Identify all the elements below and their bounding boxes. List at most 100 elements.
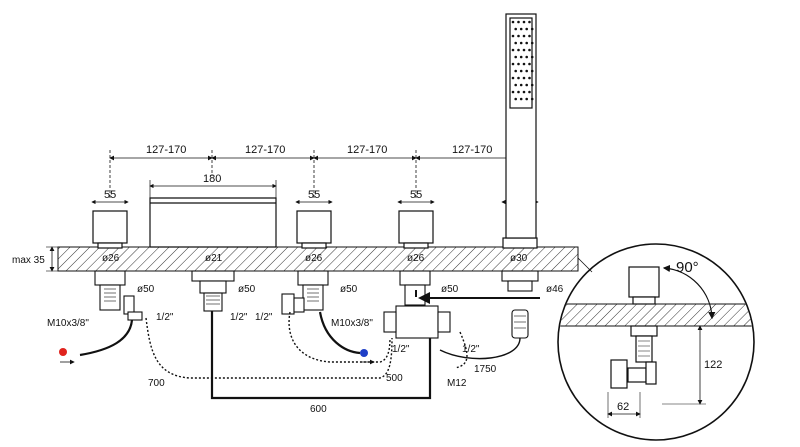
nozzle-dot — [525, 69, 528, 73]
spacing-dimensions — [109, 150, 521, 200]
width-dimensions — [91, 180, 539, 205]
nozzle-dot — [514, 55, 517, 59]
nozzle-dot — [528, 34, 531, 38]
height-122: 122 — [704, 359, 722, 371]
diam-46: ø46 — [546, 284, 564, 295]
hose-length-600: 600 — [310, 404, 327, 415]
spacing-label-4: 127-170 — [452, 144, 492, 156]
width-55-1: 55 — [104, 189, 116, 201]
hot-supply-dot — [59, 348, 67, 356]
diam-21: ø21 — [205, 253, 223, 264]
valve-2-handle — [296, 210, 332, 244]
nozzle-dot — [511, 48, 515, 52]
nozzle-dot — [519, 97, 523, 101]
spacing-label-1: 127-170 — [146, 144, 186, 156]
detail-view: 90° 122 62 — [557, 243, 755, 441]
diam-26-1: ø26 — [102, 253, 120, 264]
diam-26-3: ø26 — [407, 253, 425, 264]
thread-half-3: 1/2" — [255, 312, 273, 323]
nozzle-dot — [517, 34, 520, 38]
nozzle-dot — [528, 90, 531, 94]
nozzle-dot — [519, 41, 523, 45]
thread-half-5: 1/2" — [462, 344, 480, 355]
width-55-3: 55 — [410, 189, 422, 201]
nozzle-dot — [517, 20, 520, 24]
nozzle-dot — [530, 97, 534, 101]
nozzle-dot — [519, 55, 523, 59]
hose-length-500: 500 — [386, 373, 403, 384]
nozzle-dot — [514, 97, 517, 101]
nozzle-dot — [522, 62, 526, 66]
nozzle-dot — [511, 62, 515, 66]
deck-slab — [57, 246, 579, 272]
width-180: 180 — [203, 173, 221, 185]
nozzle-dot — [525, 41, 528, 45]
nozzle-dot — [517, 90, 520, 94]
valve-1-handle — [92, 210, 128, 244]
max35-label: max 35 — [12, 255, 45, 266]
diam-50-4: ø50 — [441, 284, 459, 295]
thread-half-4: 1/2" — [392, 344, 410, 355]
nozzle-dot — [525, 97, 528, 101]
nozzle-dot — [511, 20, 515, 24]
thread-m10-1: M10x3/8" — [47, 318, 89, 329]
nozzle-dot — [528, 62, 531, 66]
spacing-label-3: 127-170 — [347, 144, 387, 156]
width-55-2: 55 — [308, 189, 320, 201]
nozzle-dot — [514, 69, 517, 73]
thread-half-1: 1/2" — [156, 312, 174, 323]
nozzle-dot — [511, 76, 515, 80]
hatching-lines — [104, 288, 526, 329]
diam-30: ø30 — [510, 253, 528, 264]
hand-shower — [505, 13, 537, 239]
below-deck-parts — [94, 270, 539, 339]
nozzle-dot — [514, 41, 517, 45]
shower-nozzles — [511, 20, 534, 101]
spout — [149, 197, 277, 248]
width-62: 62 — [617, 401, 629, 413]
nozzle-dot — [517, 62, 520, 66]
nozzle-dot — [522, 34, 526, 38]
nozzle-dot — [522, 90, 526, 94]
nozzle-dot — [519, 69, 523, 73]
nozzle-dot — [528, 48, 531, 52]
nozzle-dot — [514, 27, 517, 31]
nozzle-dot — [517, 76, 520, 80]
nozzle-dot — [530, 83, 534, 87]
spacing-label-2: 127-170 — [245, 144, 285, 156]
nozzle-dot — [530, 41, 534, 45]
nozzle-dot — [511, 90, 515, 94]
deck-fittings — [92, 197, 538, 249]
nozzle-dot — [517, 48, 520, 52]
nozzle-dot — [522, 20, 526, 24]
diam-50-3: ø50 — [340, 284, 358, 295]
thread-m10-2: M10x3/8" — [331, 318, 373, 329]
nozzle-dot — [514, 83, 517, 87]
nozzle-dot — [530, 55, 534, 59]
angle-label: 90° — [676, 259, 699, 276]
diam-50-2: ø50 — [238, 284, 256, 295]
nozzle-dot — [522, 48, 526, 52]
thread-m12: M12 — [447, 378, 467, 389]
nozzle-dot — [522, 76, 526, 80]
nozzle-dot — [511, 34, 515, 38]
shower-holder — [502, 237, 538, 249]
diam-50-1: ø50 — [137, 284, 155, 295]
nozzle-dot — [525, 83, 528, 87]
nozzle-dot — [525, 27, 528, 31]
cold-supply-dot — [360, 349, 368, 357]
nozzle-dot — [525, 55, 528, 59]
thread-half-2: 1/2" — [230, 312, 248, 323]
nozzle-dot — [519, 83, 523, 87]
nozzle-dot — [528, 20, 531, 24]
nozzle-dot — [530, 27, 534, 31]
valve-3-handle — [398, 210, 434, 244]
hose-length-1750: 1750 — [474, 364, 497, 375]
hose-length-700: 700 — [148, 378, 165, 389]
nozzle-dot — [528, 76, 531, 80]
nozzle-dot — [530, 69, 534, 73]
nozzle-dot — [519, 27, 523, 31]
hoses — [79, 290, 540, 400]
